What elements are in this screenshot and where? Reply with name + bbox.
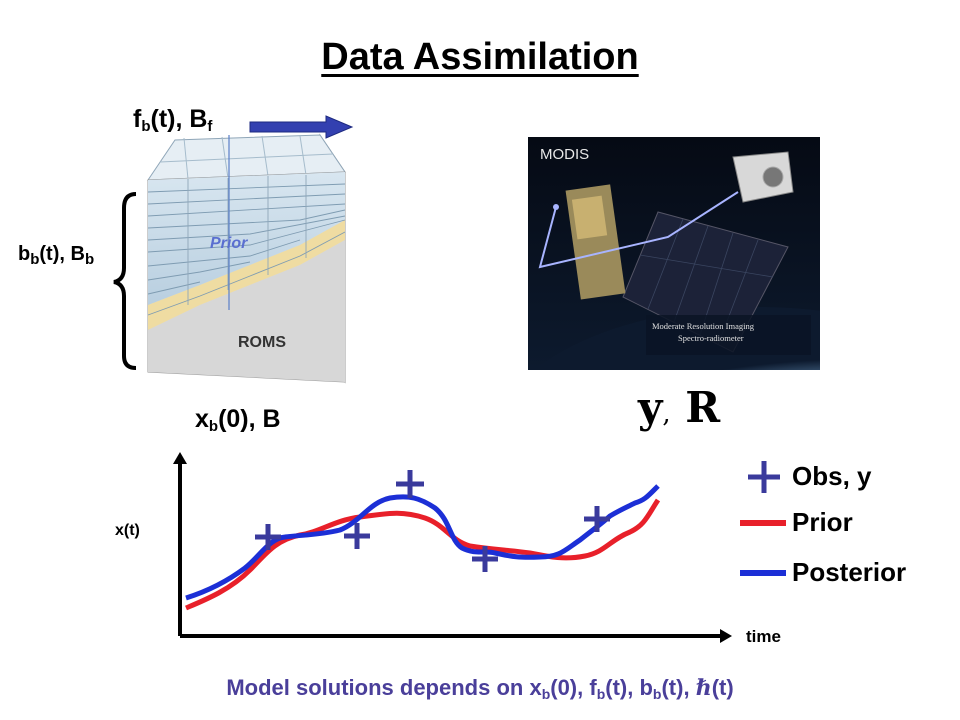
prior-region-label: Prior bbox=[210, 235, 248, 252]
y-axis-arrow-icon bbox=[173, 452, 187, 464]
forcing-arrow-icon bbox=[249, 115, 354, 139]
prior-line-swatch bbox=[740, 520, 786, 526]
eta-symbol: ℏ bbox=[695, 675, 712, 701]
legend-posterior-label: Posterior bbox=[792, 557, 907, 587]
obs-plus-icon bbox=[748, 461, 780, 493]
observation-marker bbox=[344, 523, 370, 549]
observation-marker bbox=[396, 470, 424, 498]
assimilation-timeseries-plot: x(t) time bbox=[115, 452, 781, 646]
footer-caption: Model solutions depends on xb(0), fb(t),… bbox=[226, 675, 734, 702]
legend-obs-label: Obs, y bbox=[792, 461, 872, 491]
observation-marker bbox=[472, 546, 498, 572]
x-axis-arrow-icon bbox=[720, 629, 732, 643]
observation-marker bbox=[584, 506, 610, 532]
modis-caption-line2: Spectro-radiometer bbox=[678, 333, 744, 343]
y-axis-label: x(t) bbox=[115, 522, 140, 539]
observation-marker bbox=[255, 524, 281, 550]
modis-satellite-image: MODIS Moderate Resolution Imaging Spectr… bbox=[528, 137, 820, 370]
ocean-model-block: Prior ROMS bbox=[113, 115, 354, 384]
posterior-line-swatch bbox=[740, 570, 786, 576]
legend-prior-label: Prior bbox=[792, 507, 853, 537]
posterior-curve bbox=[185, 484, 660, 601]
page-title: Data Assimilation bbox=[321, 36, 639, 78]
roms-label: ROMS bbox=[238, 334, 286, 351]
observation-label: y, R bbox=[638, 383, 721, 432]
prior-curve bbox=[185, 498, 661, 611]
modis-caption-line1: Moderate Resolution Imaging bbox=[652, 321, 755, 331]
forcing-label: fb(t), Bf bbox=[133, 105, 213, 135]
x-axis-label: time bbox=[746, 627, 781, 646]
initial-condition-label: xb(0), B bbox=[195, 405, 281, 435]
modis-header: MODIS bbox=[540, 146, 589, 163]
observations bbox=[255, 470, 610, 572]
boundary-label: bb(t), Bb bbox=[18, 243, 95, 268]
